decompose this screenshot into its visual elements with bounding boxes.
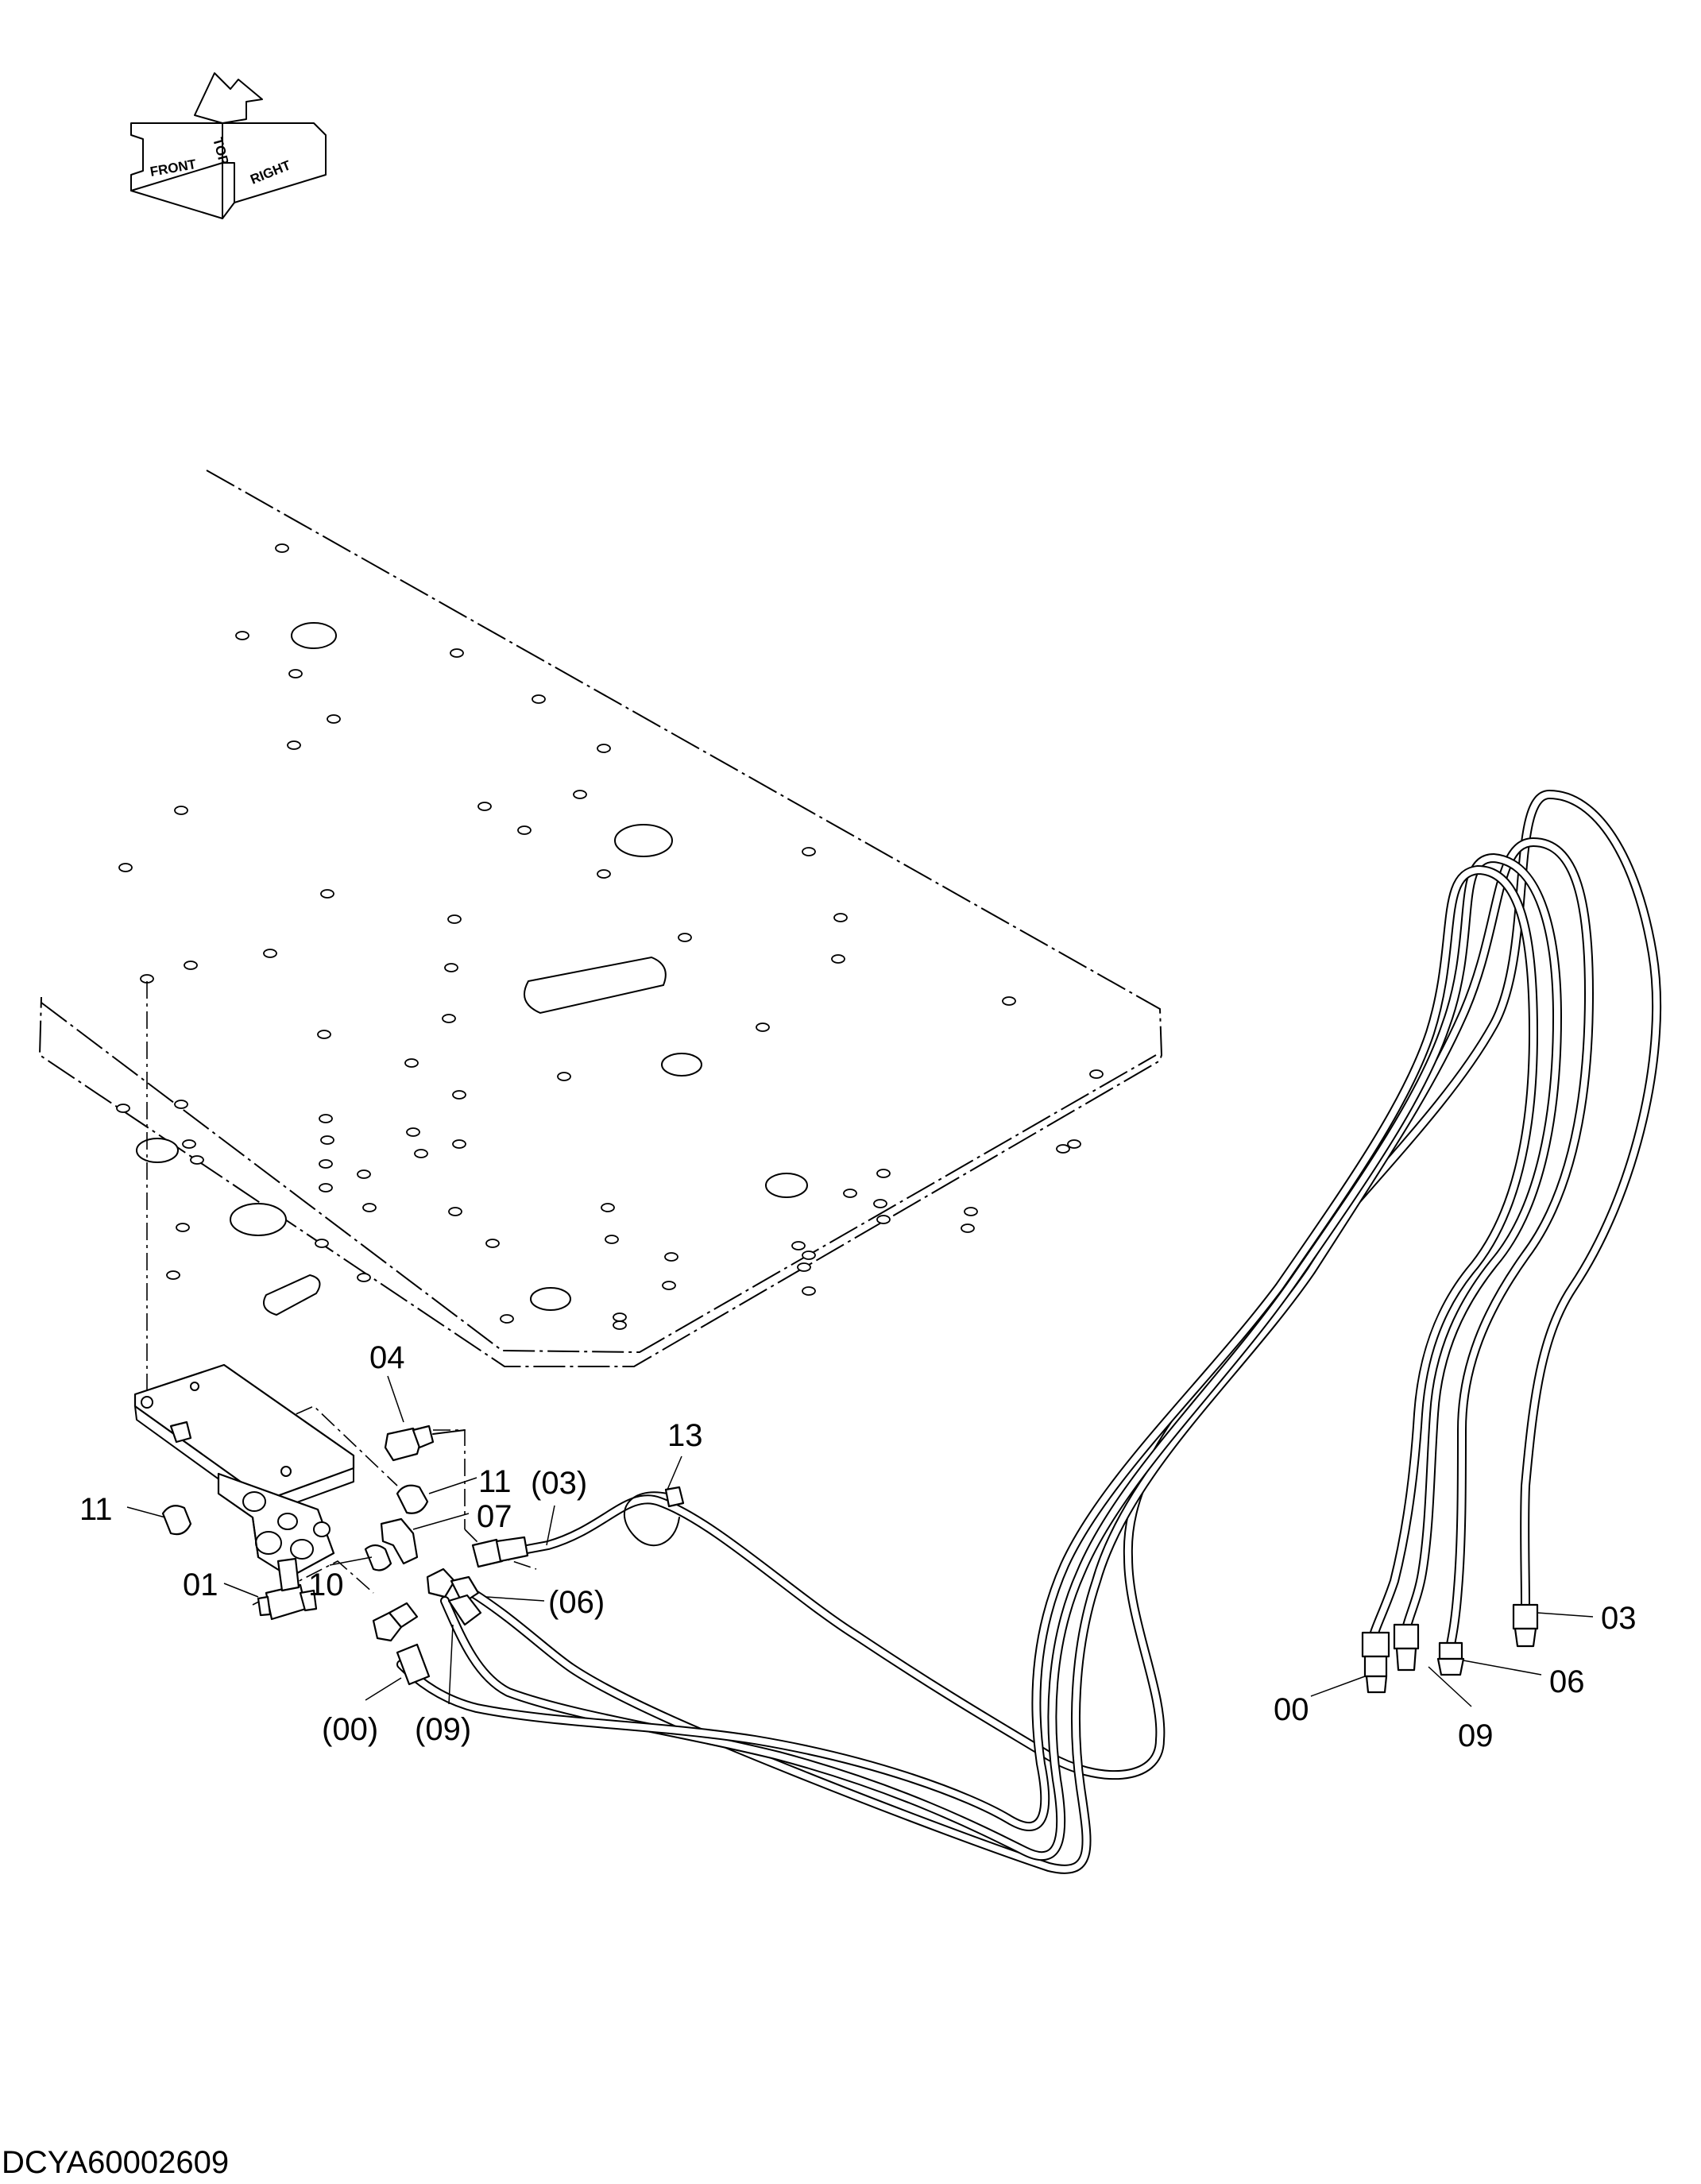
fittings <box>161 1424 466 1621</box>
callout-11-right: 11 <box>478 1464 512 1499</box>
compass-top-label: TOP <box>210 136 231 166</box>
callout-07: 07 <box>477 1499 512 1534</box>
orientation-compass-icon: FRONT TOP RIGHT <box>130 72 327 219</box>
callout-09-end: 09 <box>1458 1718 1494 1753</box>
callout-labels: 04 11 11 07 10 01 (03) 13 (06) (00) (09)… <box>79 1340 1637 1753</box>
callout-10: 10 <box>308 1567 344 1602</box>
callout-06-end: 06 <box>1549 1664 1585 1699</box>
compass-right-label: RIGHT <box>248 157 293 187</box>
leader-lines <box>126 1375 1594 1707</box>
hydraulic-hoses <box>396 790 1662 1874</box>
floor-plate <box>38 470 1163 1367</box>
callout-13: 13 <box>667 1418 703 1453</box>
callout-11-left: 11 <box>79 1492 113 1527</box>
document-id: DCYA60002609 <box>2 2145 229 2180</box>
hose-end-fittings <box>372 1536 1539 1694</box>
callout-00-ref: (00) <box>322 1712 378 1747</box>
callout-06-ref: (06) <box>548 1585 605 1620</box>
callout-01: 01 <box>183 1567 218 1602</box>
callout-03-end: 03 <box>1601 1601 1637 1636</box>
callout-09-ref: (09) <box>415 1712 471 1747</box>
callout-04: 04 <box>369 1340 405 1375</box>
valve-block <box>133 1363 355 1579</box>
callout-00-end: 00 <box>1274 1692 1309 1727</box>
callout-03-ref: (03) <box>531 1466 587 1501</box>
compass-front-label: FRONT <box>149 157 198 180</box>
